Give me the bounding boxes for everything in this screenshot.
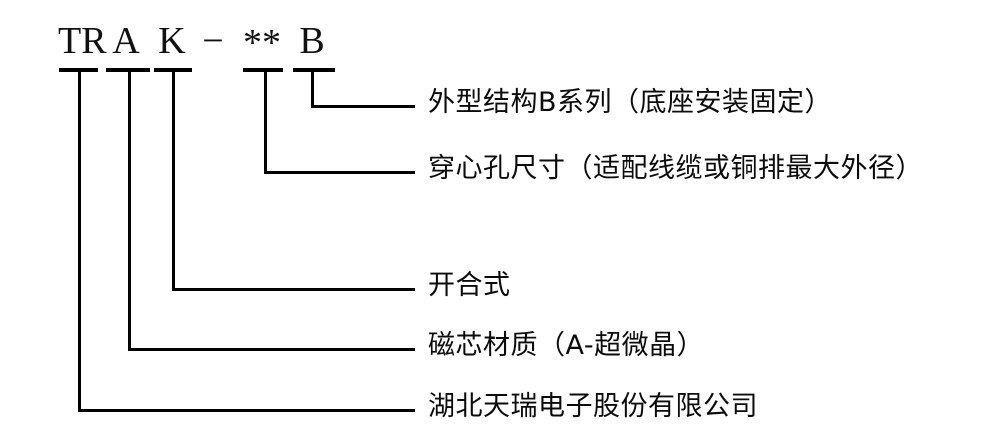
leader-stem-split-core (172, 68, 175, 288)
callout-label-hole-size: 穿心孔尺寸（适配线缆或铜排最大外径） (428, 153, 923, 184)
callout-label-split-core: 开合式 (428, 270, 511, 301)
code-segment-tr: TR (58, 20, 107, 62)
leader-line-split-core (172, 288, 415, 291)
leader-line-hole-size (264, 171, 415, 174)
code-segment-asterisks: ** (243, 22, 281, 64)
code-segment-a: A (112, 20, 140, 62)
code-segment-dash: − (202, 20, 224, 62)
code-segment-b: B (299, 20, 325, 62)
code-segment-k: K (158, 20, 186, 62)
leader-stem-hole-size (264, 68, 267, 171)
leader-line-core-material (128, 348, 415, 351)
tick-cap-housing (293, 68, 335, 72)
tick-cap-hole-size (243, 68, 283, 72)
callout-label-company: 湖北天瑞电子股份有限公司 (428, 391, 758, 422)
leader-line-company (78, 409, 415, 412)
callout-label-housing: 外型结构B系列（底座安装固定） (428, 87, 833, 118)
leader-line-housing (311, 105, 415, 108)
leader-stem-company (78, 68, 81, 409)
callout-label-core-material: 磁芯材质（A-超微晶） (428, 330, 705, 361)
leader-stem-housing (311, 68, 314, 105)
leader-stem-core-material (128, 68, 131, 348)
